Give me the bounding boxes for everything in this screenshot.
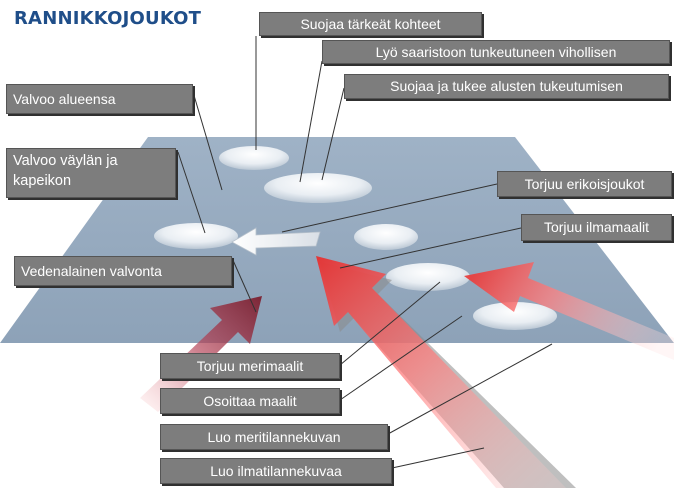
- island-6: [473, 302, 557, 330]
- island-2: [264, 173, 372, 203]
- label-torjuu-merimaalit: Torjuu merimaalit: [160, 353, 340, 379]
- label-torjuu-ilmamaalit: Torjuu ilmamaalit: [521, 214, 672, 241]
- air-target-arrow: [464, 262, 674, 360]
- sea-target-arrow: [316, 256, 566, 488]
- island-1: [219, 146, 289, 170]
- label-torjuu-erikoisjoukot: Torjuu erikoisjoukot: [497, 171, 672, 197]
- island-5: [386, 263, 470, 291]
- label-lyo-saaristoon: Lyö saaristoon tunkeutuneen vihollisen: [322, 40, 670, 64]
- label-suojaa-tarkeat-kohteet: Suojaa tärkeät kohteet: [259, 12, 482, 36]
- leader-lines: [177, 36, 553, 469]
- label-luo-meritilannekuvan: Luo meritilannekuvan: [160, 424, 388, 450]
- page-title: RANNIKKOJOUKOT: [14, 8, 202, 29]
- label-valvoo-alueensa: Valvoo alueensa: [6, 84, 193, 114]
- island-3: [154, 223, 238, 249]
- island-4: [354, 224, 418, 250]
- label-valvoo-vaylan: Valvoo väylän ja kapeikon: [6, 148, 176, 198]
- special-forces-arrow: [231, 227, 321, 256]
- label-osoittaa-maalit: Osoittaa maalit: [160, 388, 340, 414]
- label-vedenalainen-valvonta: Vedenalainen valvonta: [14, 256, 232, 286]
- label-luo-ilmatilannekuvaa: Luo ilmatilannekuvaa: [160, 458, 392, 484]
- label-suojaa-ja-tukee: Suojaa ja tukee alusten tukeutumisen: [344, 74, 669, 99]
